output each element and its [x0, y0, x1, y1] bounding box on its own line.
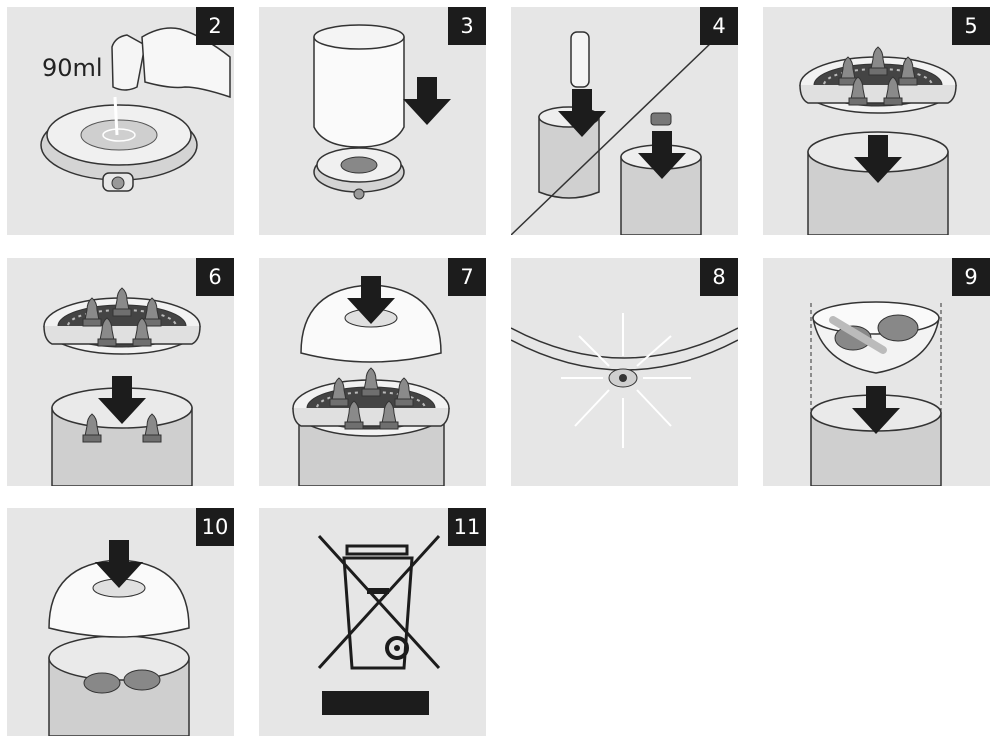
step-number: 6 [196, 258, 234, 296]
step-number: 9 [952, 258, 990, 296]
step-number: 8 [700, 258, 738, 296]
step-panel-9: 9 [763, 258, 990, 486]
step-number: 5 [952, 7, 990, 45]
step-panel-3: 3 [259, 7, 486, 235]
step-panel-2: 90ml 2 [7, 7, 234, 235]
step-panel-5: 5 [763, 7, 990, 235]
step-panel-8: 8 [511, 258, 738, 486]
step-number: 10 [196, 508, 234, 546]
step-panel-7: 7 [259, 258, 486, 486]
step-number: 4 [700, 7, 738, 45]
step-number: 3 [448, 7, 486, 45]
step-number: 2 [196, 7, 234, 45]
step-panel-6: 6 [7, 258, 234, 486]
step-number: 7 [448, 258, 486, 296]
step-panel-4: 4 [511, 7, 738, 235]
volume-label: 90ml [42, 54, 103, 82]
step-number: 11 [448, 508, 486, 546]
step-panel-10: 10 [7, 508, 234, 736]
step-panel-11: 11 [259, 508, 486, 736]
